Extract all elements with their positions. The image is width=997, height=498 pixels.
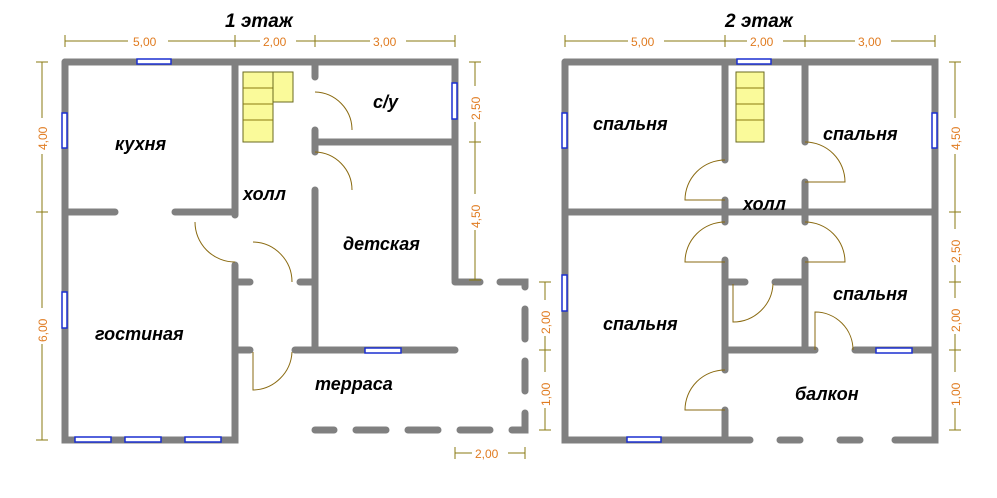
dim-f2-right-1: 4,50 <box>949 126 963 150</box>
dim-f1-top-3: 3,00 <box>373 35 397 49</box>
room-living: гостиная <box>95 324 184 344</box>
dim-f2-right-4: 1,00 <box>949 382 963 406</box>
dim-f1-right-1: 2,50 <box>469 96 483 120</box>
room-balcony: балкон <box>795 384 859 404</box>
floor2-dimensions <box>564 35 961 431</box>
room-bedroom-4: спальня <box>833 284 908 304</box>
dim-f1-top-2: 2,00 <box>263 35 287 49</box>
room-kitchen: кухня <box>115 134 166 154</box>
floor2-stairs-icon <box>735 71 765 143</box>
dim-f2-top-3: 3,00 <box>858 35 882 49</box>
dim-f1-top-1: 5,00 <box>133 35 157 49</box>
room-bedroom-1: спальня <box>593 114 668 134</box>
dim-f2-top-1: 5,00 <box>631 35 655 49</box>
floor1-windows <box>61 58 458 443</box>
dim-terrace-right-2: 1,00 <box>539 382 553 406</box>
room-kids: детская <box>343 234 420 254</box>
floor1-dimensions <box>36 35 551 459</box>
room-bathroom: с/у <box>373 92 399 112</box>
dim-f1-left-1: 4,00 <box>36 126 50 150</box>
dim-terrace-right-1: 2,00 <box>539 310 553 334</box>
room-hall-2: холл <box>742 194 786 214</box>
dim-f1-right-2: 4,50 <box>469 204 483 228</box>
room-terrace: терраса <box>315 374 393 394</box>
dim-f2-right-3: 2,00 <box>949 308 963 332</box>
floor1-title: 1 этаж <box>225 11 294 32</box>
dim-f2-right-2: 2,50 <box>949 239 963 263</box>
floor1-doors <box>194 91 353 391</box>
dim-f2-top-2: 2,00 <box>750 35 774 49</box>
floor2-title: 2 этаж <box>724 11 794 32</box>
floor1-stairs-icon <box>242 71 294 143</box>
dim-f1-left-2: 6,00 <box>36 318 50 342</box>
floor2-doors <box>684 141 854 411</box>
floor2-windows <box>561 58 938 443</box>
room-bedroom-2: спальня <box>823 124 898 144</box>
dim-terrace-bottom: 2,00 <box>475 447 499 461</box>
room-bedroom-3: спальня <box>603 314 678 334</box>
room-hall-1: холл <box>242 184 286 204</box>
